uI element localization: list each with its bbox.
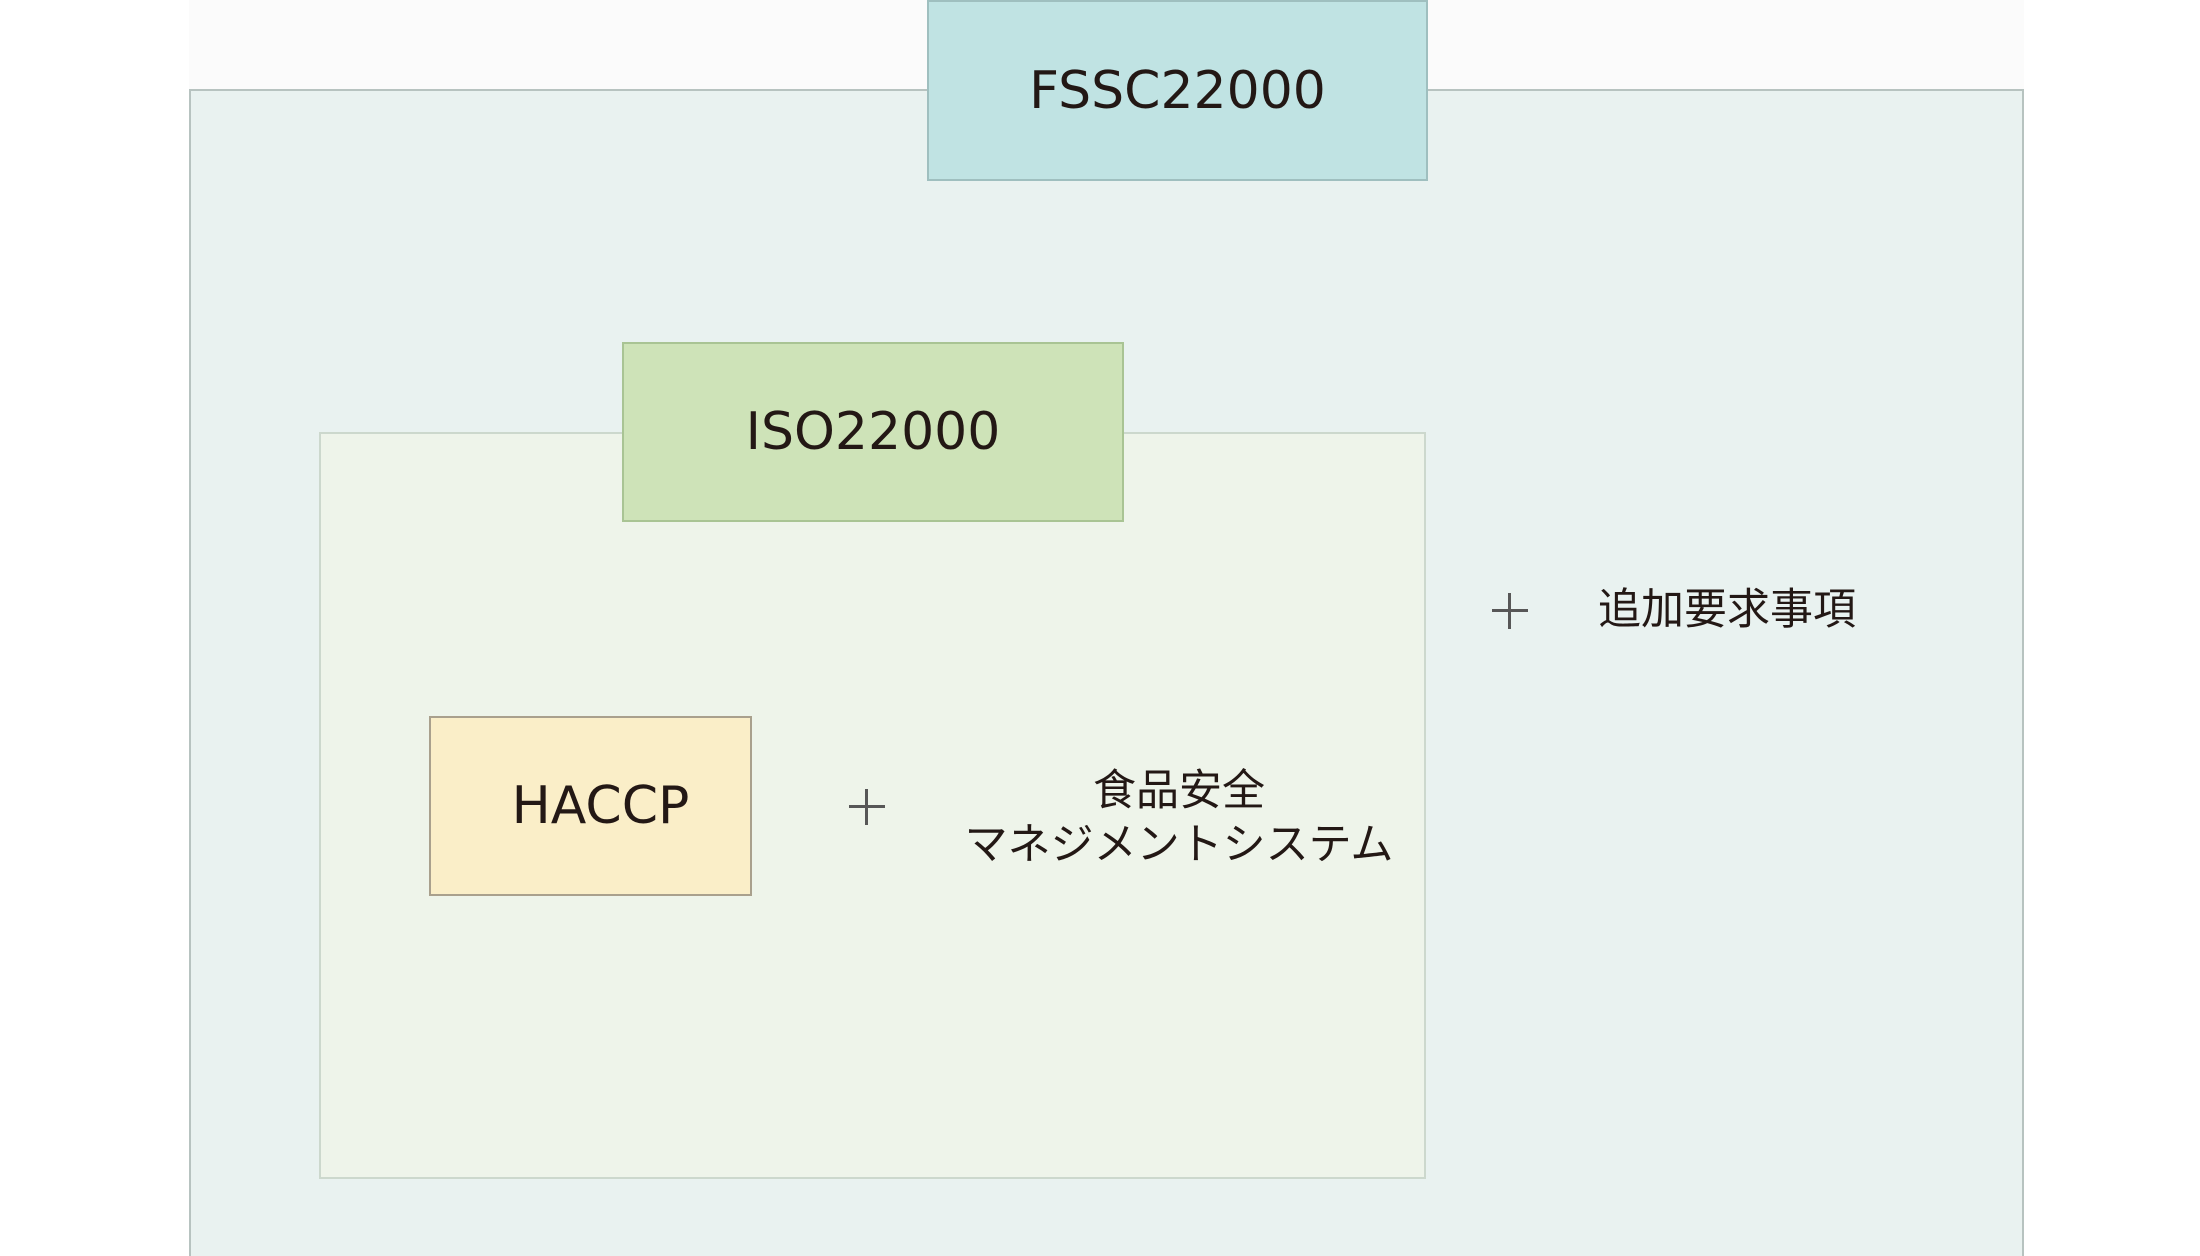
iso22000-label-text: ISO22000 [745, 402, 1001, 462]
iso22000-label: ISO22000 [622, 342, 1124, 522]
food-safety-label-line: 食品安全 [1093, 766, 1265, 816]
plus-icon [1492, 593, 1528, 629]
fssc22000-label-text: FSSC22000 [1029, 60, 1326, 121]
plus-icon [849, 789, 885, 825]
food-safety-management-system-label: 食品安全 マネジメントシステム [948, 764, 1410, 872]
additional-requirements-label: 追加要求事項 [1598, 585, 1856, 635]
haccp-label: HACCP [511, 776, 690, 836]
haccp-box: HACCP [429, 716, 752, 896]
management-system-label-line: マネジメントシステム [964, 820, 1394, 870]
fssc22000-label: FSSC22000 [927, 0, 1428, 181]
